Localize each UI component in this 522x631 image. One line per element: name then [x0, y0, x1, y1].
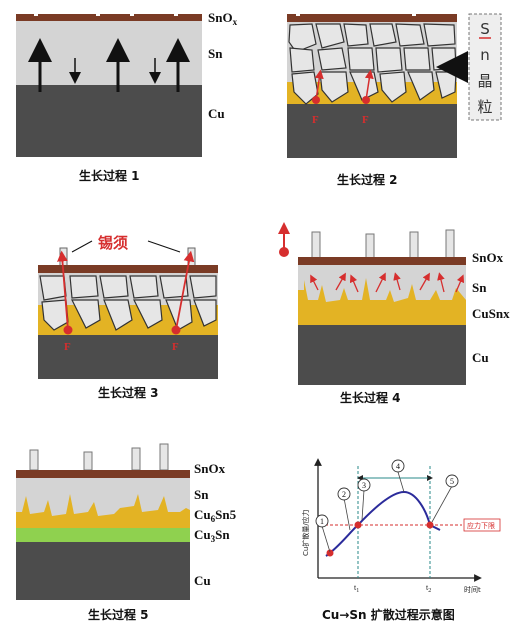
label-snox: SnOx	[194, 461, 226, 476]
grain-label-char: n	[480, 46, 490, 64]
step-marker-label: 1	[320, 517, 324, 526]
label-snox: SnOx	[208, 10, 238, 27]
panel-diffusion-schematic: Cu扩散量/应力 时间t 应力下限 t1 t2 1 2 3	[301, 458, 501, 622]
label-cu: Cu	[208, 106, 225, 121]
panel-growth-4: SnOx Sn CuSnx Cu 生长过程 4	[278, 222, 510, 405]
force-label: F	[362, 114, 369, 126]
caption-1: 生长过程 1	[79, 168, 140, 183]
x-axis-label: 时间t	[464, 585, 481, 594]
caption-6: Cu→Sn 扩散过程示意图	[322, 607, 455, 622]
label-cusnx: CuSnx	[472, 306, 510, 321]
caption-2: 生长过程 2	[337, 172, 398, 187]
grain-label-char: 晶	[477, 72, 492, 90]
step-markers	[315, 459, 459, 528]
label-sn: Sn	[208, 46, 223, 61]
cu6sn5-layer	[16, 494, 190, 528]
caption-3: 生长过程 3	[98, 385, 159, 400]
force-label: F	[64, 341, 71, 353]
tick-t2: t2	[426, 583, 431, 594]
label-snox: SnOx	[472, 250, 504, 265]
tick-t1: t1	[354, 583, 359, 594]
tin-layer	[16, 21, 202, 85]
caption-4: 生长过程 4	[340, 390, 401, 405]
oxide-layer	[16, 14, 202, 21]
y-axis-label: Cu扩散量/应力	[301, 509, 310, 556]
tin-whiskers	[29, 443, 169, 471]
stress-limit-label: 应力下限	[467, 521, 495, 530]
caption-5: 生长过程 5	[88, 607, 149, 622]
panel-growth-1: SnOx Sn Cu 生长过程 1	[16, 10, 238, 183]
tin-whiskers	[311, 229, 455, 259]
step-marker-label: 2	[342, 490, 346, 499]
step-marker-label: 3	[362, 481, 366, 490]
cu3sn-layer	[16, 528, 190, 542]
copper-layer	[16, 85, 202, 157]
force-label: F	[172, 341, 179, 353]
label-cu: Cu	[472, 350, 489, 365]
panel-growth-2: F F S n 晶 粒 生长过程 2	[287, 12, 502, 187]
label-sn: Sn	[194, 487, 209, 502]
label-cu: Cu	[194, 573, 211, 588]
label-cu6sn5: Cu6Sn5	[194, 507, 237, 524]
grain-label-char: 粒	[477, 98, 492, 116]
whisker-label: 锡须	[98, 234, 128, 252]
label-sn: Sn	[472, 280, 487, 295]
tin-grains	[288, 23, 457, 105]
diffusion-curve	[325, 490, 441, 557]
panel-growth-3: 锡须 F F 生长过程 3	[38, 234, 218, 400]
tin-grains	[39, 275, 217, 331]
marker-leaders	[321, 471, 453, 553]
grain-label-box	[468, 13, 502, 121]
label-cu3sn: Cu3Sn	[194, 527, 230, 544]
step-marker-label: 4	[396, 462, 400, 471]
grain-label-char: S	[480, 20, 490, 38]
step-marker-label: 5	[450, 477, 454, 486]
panel-growth-5: SnOx Sn Cu6Sn5 Cu3Sn Cu 生长过程 5	[16, 443, 237, 622]
cusnx-layer	[298, 278, 466, 325]
force-label: F	[312, 114, 319, 126]
